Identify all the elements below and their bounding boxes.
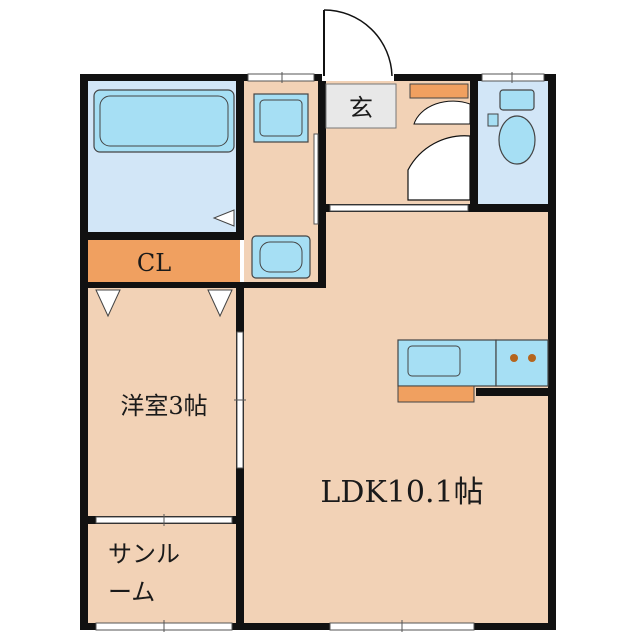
kitchen-sink — [407, 345, 461, 377]
wall-kitchen-counter — [476, 388, 550, 396]
sunroom-label-line2: ーム — [108, 578, 155, 606]
closet-label: CL — [137, 249, 171, 277]
washing-machine-pan — [251, 235, 311, 279]
stove-burner-right — [528, 354, 536, 362]
western-room-floor — [86, 286, 240, 520]
window-toilet-top — [481, 73, 545, 82]
kitchen-cabinet — [397, 385, 475, 403]
wall-bath-closet — [86, 232, 244, 240]
western-room-label: 洋室3帖 — [120, 392, 207, 420]
genkan-step — [325, 83, 397, 129]
bathroom-door-mark — [212, 209, 235, 227]
closet-floor — [86, 240, 240, 282]
toilet — [487, 89, 536, 165]
stove — [495, 339, 549, 387]
front-door — [322, 9, 394, 81]
wall-left — [80, 74, 88, 630]
wall-right — [548, 74, 556, 630]
kitchen-counter — [397, 339, 549, 403]
wall-bottom — [80, 623, 556, 630]
wall-closet-western — [86, 282, 244, 288]
window-entrance-ldk — [329, 204, 469, 212]
wall-entrance-toilet — [470, 80, 478, 208]
closet-door-right — [207, 289, 233, 318]
ldk-floor — [244, 210, 550, 624]
window-washroom-side — [313, 133, 319, 225]
wall-washroom-bottom — [236, 282, 326, 288]
wall-top — [80, 74, 556, 81]
entrance-door — [407, 100, 471, 201]
closet-door-left — [95, 289, 121, 318]
sunroom-label-line1: サンル — [108, 540, 180, 568]
sunroom-floor — [86, 524, 240, 624]
bathtub — [93, 89, 235, 153]
stove-burner-left — [510, 354, 518, 362]
wall-washroom-entrance — [318, 80, 326, 288]
windows — [95, 72, 545, 632]
shoe-cabinet — [409, 83, 469, 99]
washbasin — [253, 93, 309, 143]
ldk-label: LDK10.1帖 — [320, 475, 483, 510]
window-washroom-top — [247, 73, 315, 82]
entrance-label: 玄 — [349, 94, 373, 122]
wall-bath-washroom — [236, 80, 244, 236]
